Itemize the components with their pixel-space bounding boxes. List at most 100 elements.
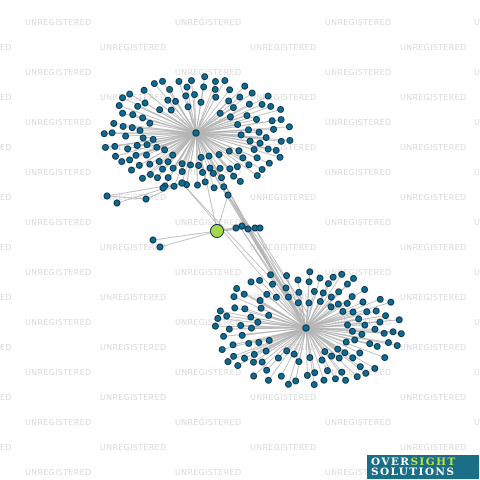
cluster-node [126, 90, 134, 98]
cluster-node [164, 174, 172, 182]
cluster-node [316, 274, 324, 282]
oversight-solutions-logo: OVERSIGHT SOLUTIONS [367, 455, 479, 479]
cluster-node [274, 354, 282, 362]
cluster-node [221, 77, 229, 85]
watermark-fragment: ED [0, 343, 12, 352]
watermark-text: UNREGISTERED [25, 268, 92, 277]
logo-text-over: OVER [371, 456, 411, 468]
edge [305, 301, 321, 329]
edge [119, 105, 197, 134]
cluster-node [167, 106, 175, 114]
bridge-edge [181, 182, 307, 329]
watermark-fragment: U [474, 318, 480, 327]
edge [122, 97, 197, 134]
cluster-node [372, 307, 380, 315]
cluster-node [124, 145, 132, 153]
watermark-text: UNREGISTERED [100, 193, 167, 202]
cluster-node [245, 100, 253, 108]
tail-node [142, 195, 150, 203]
cluster-node [128, 124, 136, 132]
watermark-fragment: ED [0, 293, 12, 302]
edge [194, 94, 197, 134]
cluster-node [373, 342, 381, 350]
cluster-node [215, 151, 223, 159]
edge [305, 327, 325, 381]
cluster-node [220, 183, 228, 191]
cluster-node [277, 106, 285, 113]
watermark-text: UNREGISTERED [25, 168, 92, 177]
cluster-node [305, 299, 313, 307]
cluster-node [339, 308, 347, 315]
cluster-node [234, 121, 242, 129]
cluster-node [363, 308, 371, 316]
watermark-fragment: U [474, 118, 480, 127]
watermark-fragment: ED [0, 243, 12, 252]
cluster-node [283, 347, 291, 355]
cluster-node [161, 146, 169, 154]
edge [167, 99, 197, 134]
cluster-node [335, 354, 343, 362]
edge [195, 132, 238, 167]
edge [195, 89, 216, 134]
cluster-node [164, 158, 172, 166]
cluster-node [197, 98, 205, 106]
cluster-node [262, 347, 270, 355]
cluster-node [272, 146, 280, 154]
cluster-node [303, 371, 311, 379]
cluster-node [380, 329, 388, 337]
cluster-node [311, 369, 319, 377]
cluster-node [212, 77, 219, 85]
cluster-node [159, 77, 166, 85]
cluster-node [140, 86, 148, 94]
cluster-node [128, 166, 135, 174]
edge [190, 132, 197, 166]
cluster-node [320, 376, 328, 384]
edge [305, 315, 386, 329]
edge [195, 132, 277, 151]
watermark-text: UNREGISTERED [325, 218, 392, 227]
cluster-node [247, 313, 255, 321]
cluster-node [182, 92, 190, 100]
cluster-node [327, 303, 335, 311]
cluster-node [226, 113, 234, 121]
node-layer [100, 73, 405, 389]
edge [195, 92, 253, 134]
cluster-node [328, 352, 336, 360]
hub-node-top [192, 129, 200, 137]
cluster-node [264, 145, 272, 153]
cluster-node [356, 363, 364, 371]
watermark-text: UNREGISTERED [25, 468, 92, 477]
edge [272, 283, 307, 329]
edge [195, 132, 251, 142]
cluster-node [250, 146, 258, 154]
cluster-node [371, 325, 379, 333]
cluster-node [246, 137, 254, 145]
edge [181, 132, 197, 184]
cluster-node [318, 356, 326, 364]
edge [159, 109, 197, 134]
edge [195, 132, 255, 150]
watermark-text: UNREGISTERED [325, 118, 392, 127]
cluster-node [361, 321, 369, 329]
cluster-node [381, 354, 389, 362]
cluster-node [248, 324, 255, 332]
cluster-node [119, 94, 127, 102]
edge [173, 132, 197, 187]
cluster-node [240, 290, 248, 298]
edge [261, 327, 307, 363]
cluster-node [135, 161, 143, 169]
edge [305, 327, 328, 371]
cluster-node [214, 315, 222, 322]
cluster-node [237, 321, 245, 329]
cluster-node [139, 174, 146, 182]
watermark-text: UNREGISTERED [250, 443, 317, 452]
bridge-edge [227, 194, 301, 301]
watermark-text: UNREGISTERED [250, 343, 317, 352]
cluster-node [387, 298, 395, 306]
cluster-node [265, 159, 273, 167]
cluster-node [393, 342, 401, 350]
cluster-node [172, 97, 179, 105]
edge [305, 274, 343, 329]
watermark-fragment: U [474, 218, 480, 227]
edge [293, 327, 307, 355]
